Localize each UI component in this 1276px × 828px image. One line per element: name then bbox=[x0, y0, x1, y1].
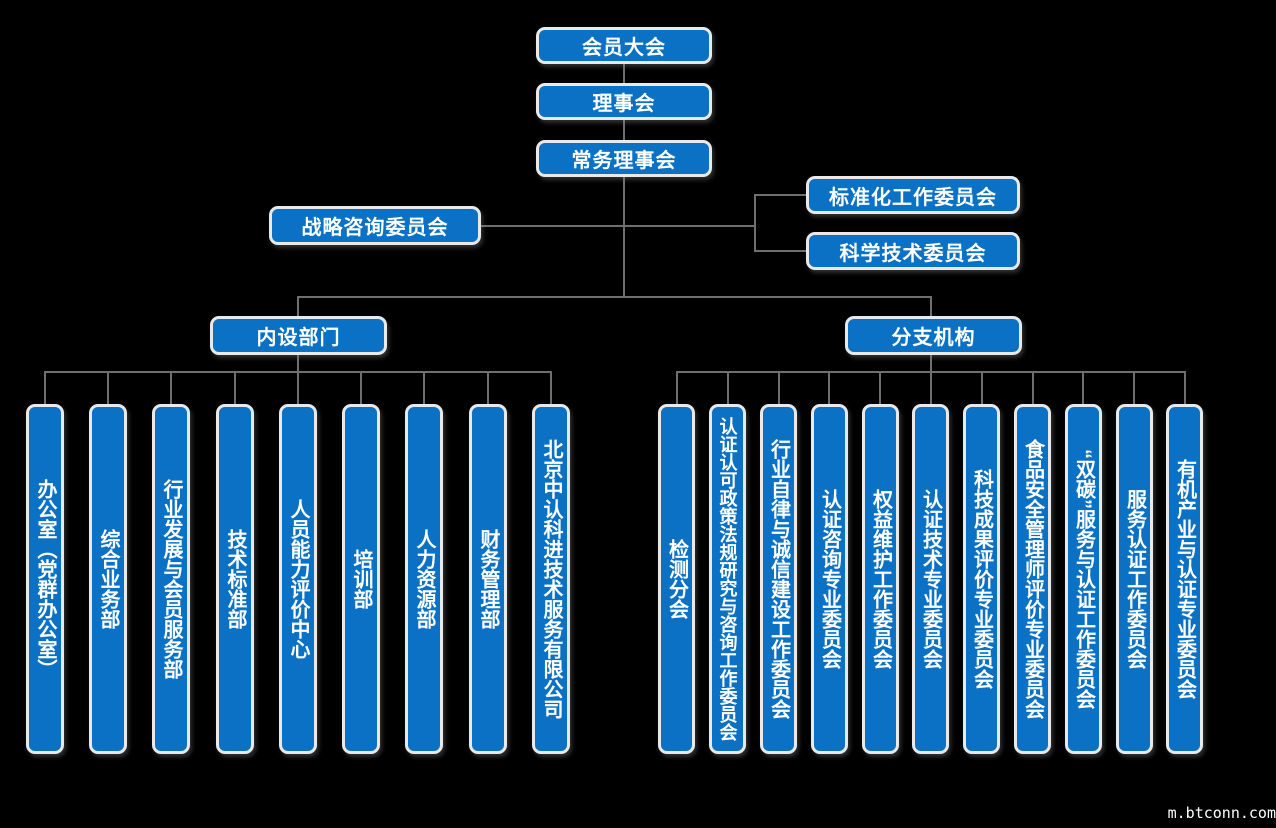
connector-line bbox=[930, 355, 932, 373]
connector-line bbox=[1032, 371, 1034, 404]
connector-line bbox=[44, 371, 46, 404]
node-dept-finance: 财务管理部 bbox=[469, 404, 507, 754]
node-branch-dual-carbon: “双碳”服务与认证工作委员会 bbox=[1065, 404, 1102, 754]
node-dept-general-business: 综合业务部 bbox=[89, 404, 127, 754]
node-dept-personnel-competency: 人员能力评价中心 bbox=[279, 404, 317, 754]
connector-line bbox=[297, 355, 299, 373]
node-branch-testing: 检测分会 bbox=[658, 404, 695, 754]
connector-line bbox=[754, 250, 806, 252]
node-branch-food-safety: 食品安全管理师评价专业委员会 bbox=[1014, 404, 1051, 754]
node-standardization-committee: 标准化工作委员会 bbox=[806, 176, 1020, 214]
connector-line bbox=[170, 371, 172, 404]
node-branch-service-certification: 服务认证工作委员会 bbox=[1116, 404, 1153, 754]
connector-line bbox=[623, 64, 625, 83]
connector-line bbox=[1082, 371, 1084, 404]
watermark: m.btconn.com bbox=[1167, 804, 1276, 822]
connector-line bbox=[487, 371, 489, 404]
node-branch-policy-research: 认证认可政策法规研究与咨询工作委员会 bbox=[709, 404, 746, 754]
node-branch-certification-consulting: 认证咨询专业委员会 bbox=[811, 404, 848, 754]
connector-line bbox=[754, 194, 756, 252]
connector-line bbox=[623, 120, 625, 140]
node-science-tech-committee: 科学技术委员会 bbox=[806, 232, 1020, 270]
node-dept-training: 培训部 bbox=[342, 404, 380, 754]
node-branch-organizations: 分支机构 bbox=[845, 316, 1022, 355]
node-branch-certification-technology: 认证技术专业委员会 bbox=[912, 404, 949, 754]
connector-line bbox=[623, 177, 625, 298]
node-dept-office: 办公室（党群办公室） bbox=[26, 404, 64, 754]
node-dept-industry-development: 行业发展与会员服务部 bbox=[152, 404, 190, 754]
connector-line bbox=[107, 371, 109, 404]
connector-line bbox=[1184, 371, 1186, 404]
connector-line bbox=[550, 371, 552, 404]
node-dept-beijing-company: 北京中认科进技术服务有限公司 bbox=[532, 404, 570, 754]
connector-line bbox=[297, 371, 299, 404]
connector-line bbox=[423, 371, 425, 404]
connector-line bbox=[297, 296, 299, 316]
node-branch-organic-industry: 有机产业与认证专业委员会 bbox=[1166, 404, 1203, 754]
connector-line bbox=[879, 371, 881, 404]
connector-line bbox=[930, 371, 932, 404]
connector-line bbox=[828, 371, 830, 404]
connector-line bbox=[727, 371, 729, 404]
connector-line bbox=[1133, 371, 1135, 404]
node-branch-self-discipline: 行业自律与诚信建设工作委员会 bbox=[760, 404, 797, 754]
node-dept-technical-standards: 技术标准部 bbox=[216, 404, 254, 754]
node-branch-scitech-achievement: 科技成果评价专业委员会 bbox=[963, 404, 1000, 754]
node-internal-departments: 内设部门 bbox=[210, 316, 387, 355]
connector-line bbox=[778, 371, 780, 404]
connector-line bbox=[360, 371, 362, 404]
connector-line bbox=[676, 371, 678, 404]
connector-line bbox=[297, 296, 932, 298]
node-council: 理事会 bbox=[536, 83, 712, 120]
node-strategic-advisory-committee: 战略咨询委员会 bbox=[269, 206, 481, 245]
connector-line bbox=[754, 194, 806, 196]
node-branch-rights-protection: 权益维护工作委员会 bbox=[862, 404, 899, 754]
node-member-assembly: 会员大会 bbox=[536, 27, 712, 64]
node-dept-human-resources: 人力资源部 bbox=[405, 404, 443, 754]
connector-line bbox=[234, 371, 236, 404]
connector-line bbox=[930, 296, 932, 316]
node-standing-council: 常务理事会 bbox=[536, 140, 712, 177]
connector-line bbox=[481, 225, 756, 227]
connector-line bbox=[981, 371, 983, 404]
